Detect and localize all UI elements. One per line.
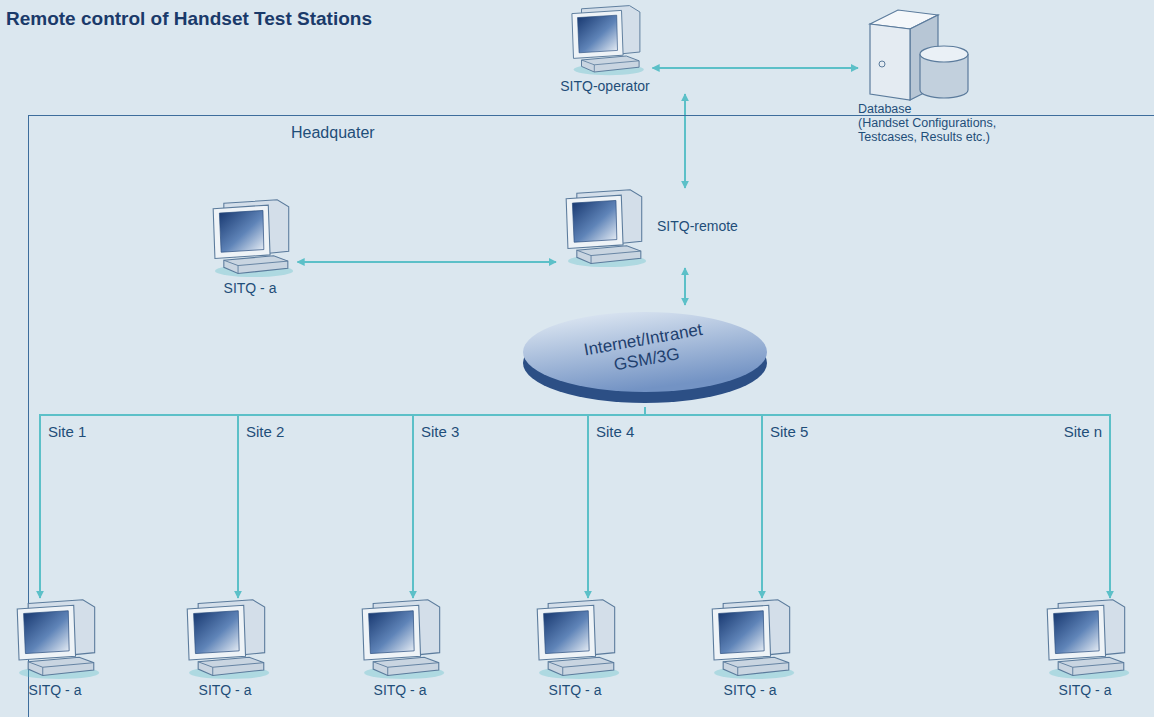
monitor-screen (23, 611, 69, 654)
region-label: Headquater (291, 124, 375, 142)
database-note: (Handset Configurations, Testcases, Resu… (858, 116, 1023, 144)
monitor-screen (577, 15, 617, 53)
computer-station: SITQ-operator (558, 4, 653, 94)
base-edge (28, 662, 94, 676)
monitor-screen (219, 210, 263, 252)
computer-station: SITQ - a (203, 198, 298, 296)
computer-station: SITQ - a (178, 598, 273, 698)
cylinder-top (920, 46, 968, 62)
computer-base (198, 657, 264, 675)
computer-base (28, 657, 94, 675)
monitor-screen (718, 611, 764, 654)
computer-base (723, 657, 789, 675)
base-edge (723, 662, 789, 676)
monitor-front (571, 10, 622, 58)
monitor-front (213, 205, 270, 258)
base-edge (223, 260, 287, 273)
site-label: Site 5 (770, 423, 808, 440)
monitor-front (537, 605, 595, 660)
site-label: Site 3 (421, 423, 459, 440)
computer-station: SITQ-remote (556, 188, 738, 268)
database-icon (858, 2, 988, 102)
monitor-front (17, 605, 75, 660)
headquarter-region: HeadquaterSITQ - a SITQ-remoteInternet/In… (28, 115, 1154, 717)
station-label: SITQ - a (29, 682, 82, 698)
computer-base (373, 657, 439, 675)
base-edge (581, 60, 639, 72)
network-cloud: Internet/Intranet GSM/3G (520, 305, 770, 407)
computer-station: SITQ - a (528, 598, 623, 698)
database-server: Database(Handset Configurations, Testcas… (858, 2, 1023, 144)
station-label: SITQ - a (224, 280, 277, 296)
station-label: SITQ-operator (560, 78, 649, 94)
base-edge (577, 250, 641, 263)
monitor-screen (193, 611, 239, 654)
site-label: Site 1 (48, 423, 86, 440)
computer-icon (178, 598, 273, 680)
diagram-title: Remote control of Handset Test Stations (6, 8, 372, 30)
site-link (645, 407, 1110, 598)
site-label: Site 2 (246, 423, 284, 440)
computer-icon (556, 188, 651, 268)
ellipse-top (523, 312, 767, 392)
site-link (238, 407, 645, 598)
station-label: SITQ - a (724, 682, 777, 698)
site-label: Site 4 (596, 423, 634, 440)
computer-icon (203, 198, 298, 278)
station-label: SITQ - a (1059, 682, 1112, 698)
link-arrow (298, 261, 557, 263)
site-link (588, 407, 645, 598)
station-label: SITQ-remote (657, 218, 738, 234)
monitor-screen (543, 611, 589, 654)
computer-station: SITQ - a (703, 598, 798, 698)
computer-icon (558, 4, 653, 76)
monitor-front (712, 605, 770, 660)
computer-icon (1038, 598, 1133, 680)
site-link (645, 407, 762, 598)
computer-base (581, 56, 639, 72)
computer-station: SITQ - a (8, 598, 103, 698)
computer-icon (703, 598, 798, 680)
site-link (40, 407, 645, 598)
monitor-screen (1053, 611, 1099, 654)
base-edge (198, 662, 264, 676)
station-label: SITQ - a (549, 682, 602, 698)
tower-front (870, 24, 910, 100)
station-label: SITQ - a (199, 682, 252, 698)
link-arrow (653, 67, 859, 69)
computer-station: SITQ - a (1038, 598, 1133, 698)
station-label: SITQ - a (374, 682, 427, 698)
monitor-front (1047, 605, 1105, 660)
base-edge (373, 662, 439, 676)
base-edge (1058, 662, 1124, 676)
link-arrow (684, 268, 686, 305)
computer-base (577, 246, 641, 264)
computer-icon (528, 598, 623, 680)
computer-icon (353, 598, 448, 680)
database-label: Database (858, 102, 912, 116)
monitor-front (187, 605, 245, 660)
computer-base (548, 657, 614, 675)
link-arrow (684, 94, 686, 188)
monitor-screen (368, 611, 414, 654)
monitor-screen (572, 200, 616, 242)
base-edge (548, 662, 614, 676)
monitor-front (362, 605, 420, 660)
computer-base (1058, 657, 1124, 675)
monitor-front (566, 195, 623, 248)
site-label: Site n (1064, 423, 1102, 440)
computer-station: SITQ - a (353, 598, 448, 698)
computer-icon (8, 598, 103, 680)
power-button (879, 61, 885, 67)
computer-base (223, 256, 287, 274)
site-link (413, 407, 645, 598)
